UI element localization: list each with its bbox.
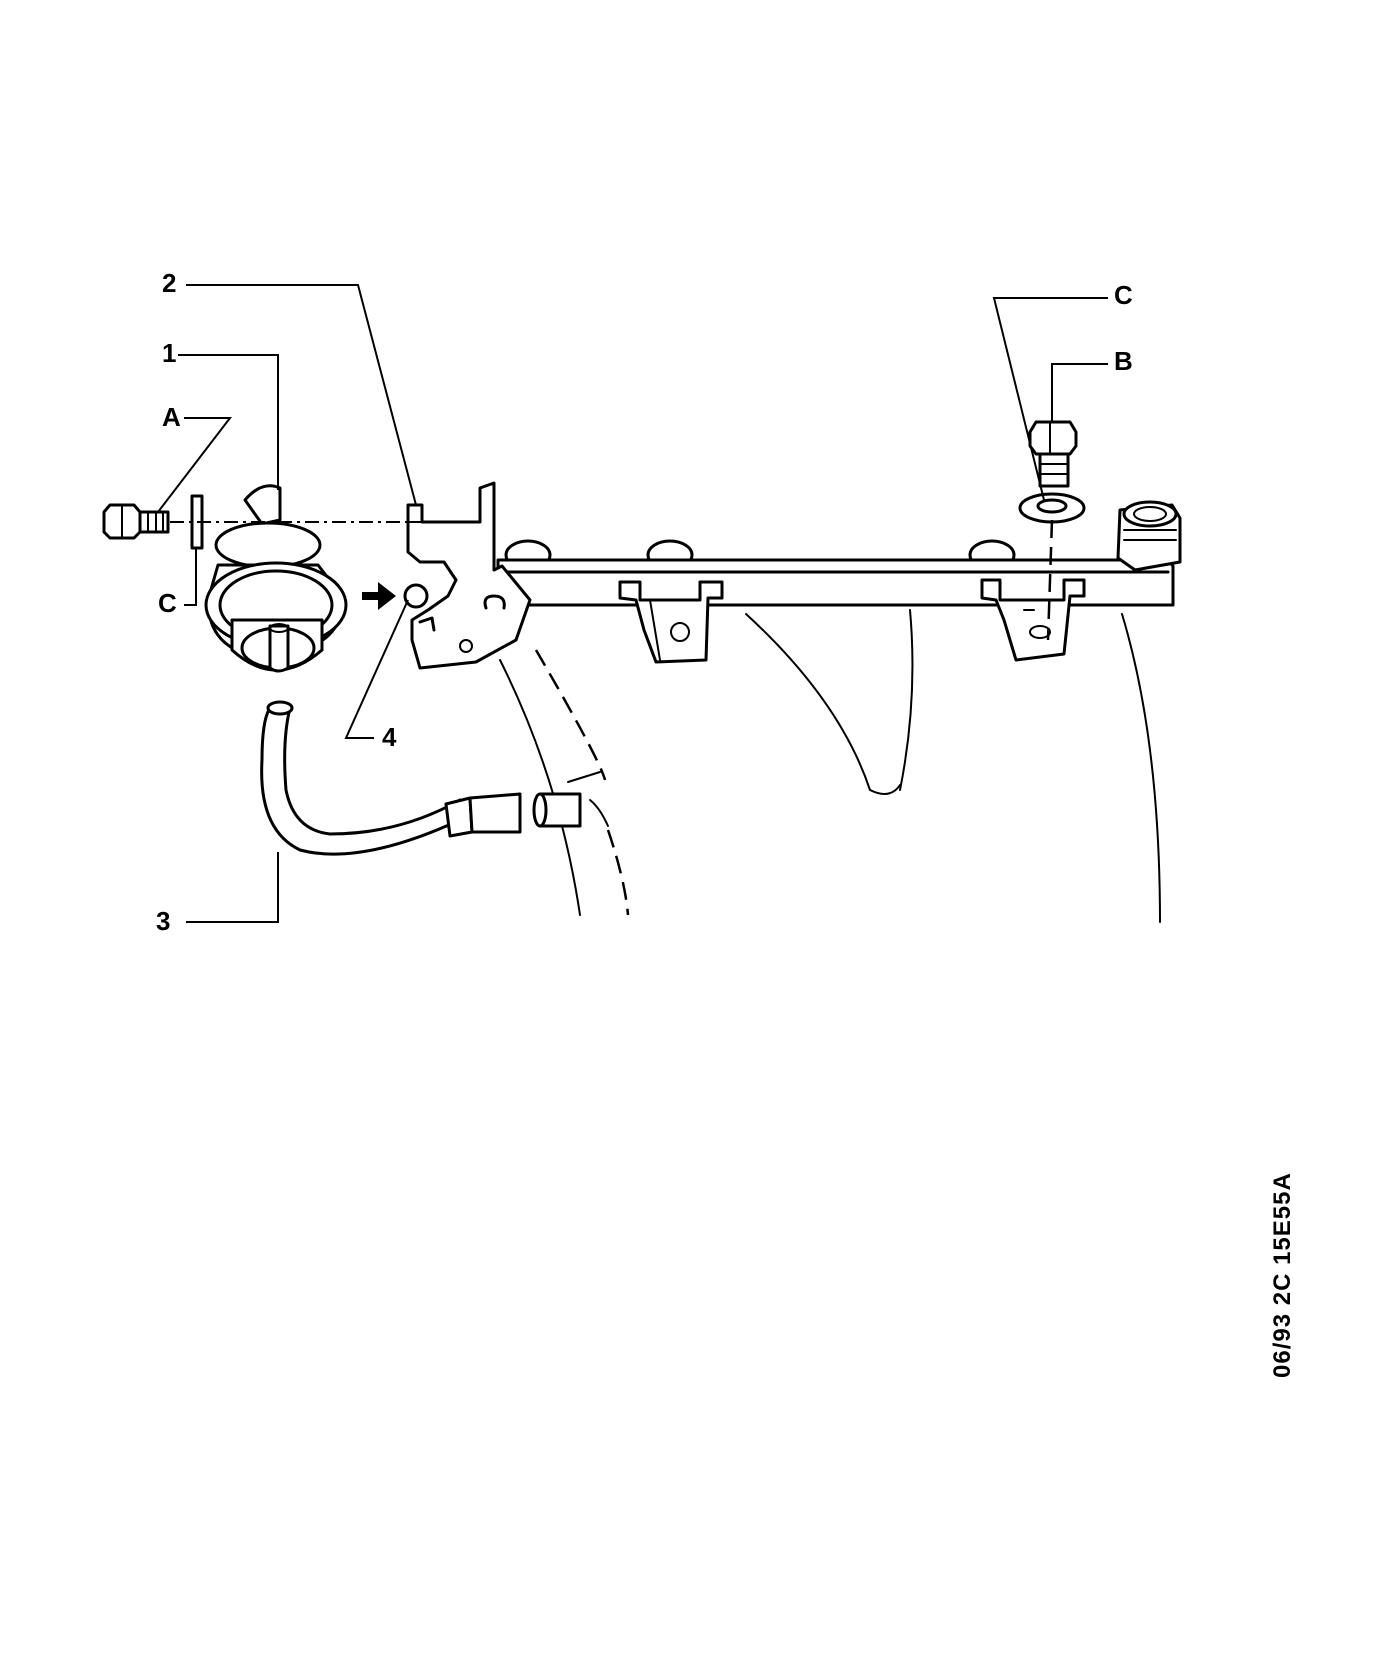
vacuum-hose	[260, 700, 582, 856]
callout-2: 2	[162, 268, 176, 298]
screw-axis-right	[1046, 519, 1054, 641]
fixing-hole-4	[403, 583, 429, 609]
pressure-regulator	[204, 484, 348, 673]
callout-a: A	[162, 402, 181, 432]
callout-c-left: C	[158, 588, 177, 618]
reference-code: 06/93 2C 15E55A	[1269, 1172, 1296, 1378]
callout-c-right: C	[1114, 280, 1133, 310]
callout-b: B	[1114, 346, 1133, 376]
screw-a	[102, 503, 170, 540]
callout-4: 4	[382, 722, 397, 752]
arrow-icon	[362, 582, 396, 610]
callout-1: 1	[162, 338, 176, 368]
screw-b	[1028, 420, 1078, 488]
rail-clip-right	[980, 578, 1086, 662]
fuel-rail	[496, 500, 1182, 607]
fuel-lines	[499, 609, 1161, 923]
leader-lines	[157, 284, 1108, 923]
rail-clip-center	[618, 580, 724, 664]
washer-c-right	[1018, 492, 1086, 524]
callout-3: 3	[156, 906, 170, 936]
regulator-bracket	[406, 481, 532, 670]
